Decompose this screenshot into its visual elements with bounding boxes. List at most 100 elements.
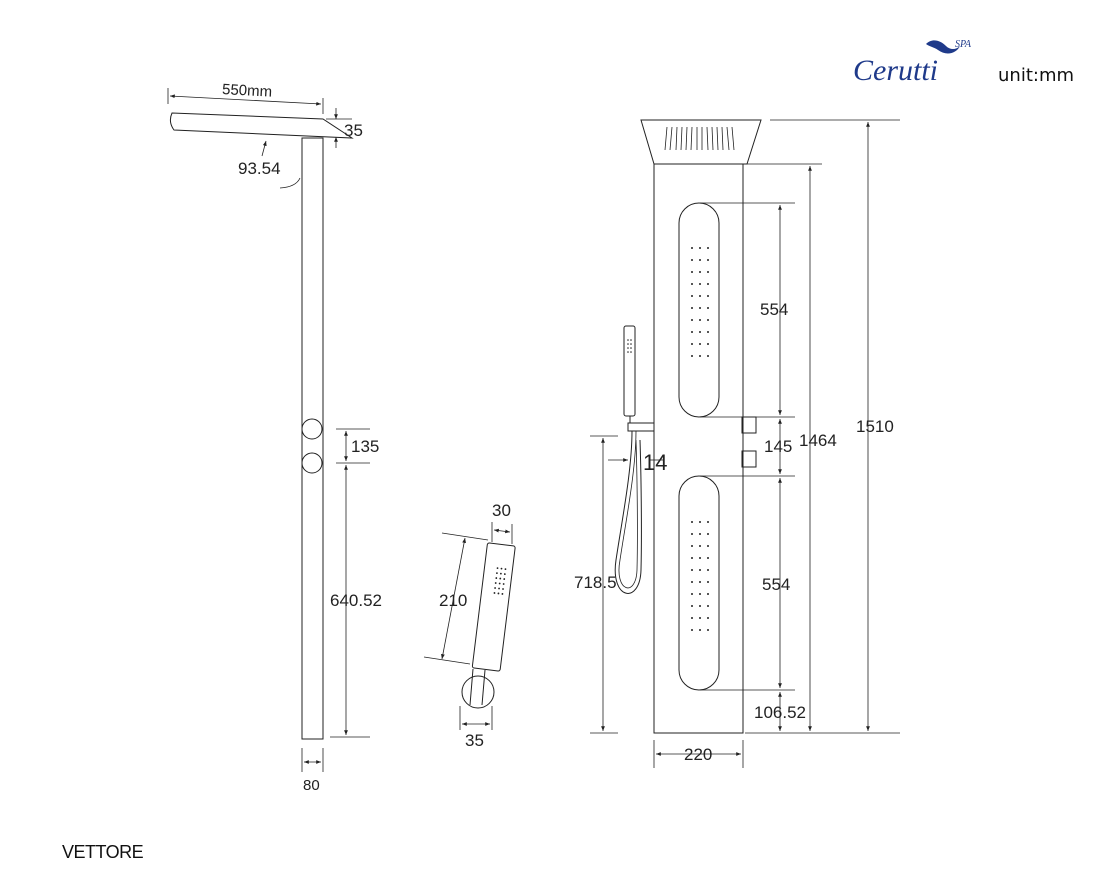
jet-nozzle-dot [691, 247, 693, 249]
hand-shower-body [471, 542, 516, 672]
jet-nozzle-dot [699, 259, 701, 261]
dim-hand-shower-width: 30 [492, 501, 511, 520]
side-knob-upper [301, 418, 323, 440]
side-arm [169, 112, 354, 139]
jet-nozzle-dot [707, 629, 709, 631]
jet-nozzle-dot [699, 295, 701, 297]
brand-suffix: SPA [955, 39, 972, 50]
jet-nozzle-dot [691, 295, 693, 297]
jet-nozzle-dot [699, 629, 701, 631]
jet-nozzle-dot [707, 307, 709, 309]
jet-nozzle-dot [699, 617, 701, 619]
jet-nozzle-dot [707, 331, 709, 333]
rain-shower-head [640, 119, 762, 165]
jet-nozzle-dot [707, 355, 709, 357]
jet-nozzle-dot [691, 259, 693, 261]
control-knob-upper [741, 416, 757, 434]
jet-nozzle-dot [707, 569, 709, 571]
dim-hose-height: 718.5 [574, 573, 617, 592]
lower-jet-dots [691, 521, 709, 631]
upper-jet-dots [691, 247, 709, 357]
model-name: VETTORE [62, 842, 144, 862]
hand-shower-detail: 30 210 35 [423, 501, 516, 750]
upper-jet-panel [678, 202, 720, 418]
hose [614, 430, 642, 594]
jet-nozzle-dot [691, 331, 693, 333]
dim-column-height: 1464 [799, 431, 837, 450]
jet-nozzle-dot [691, 581, 693, 583]
jet-nozzle-dot [691, 283, 693, 285]
jet-nozzle-dot [691, 343, 693, 345]
jet-nozzle-dot [699, 557, 701, 559]
front-hand-shower [623, 325, 636, 417]
front-view: 718.5 14 554 145 554 106.52 1464 1510 [574, 119, 900, 768]
control-knob-lower [741, 450, 757, 468]
jet-nozzle-dot [699, 307, 701, 309]
jet-nozzle-dot [699, 593, 701, 595]
jet-nozzle-dot [691, 533, 693, 535]
jet-nozzle-dot [691, 617, 693, 619]
dim-jet-panel-bottom: 554 [762, 575, 790, 594]
front-column [653, 163, 744, 734]
jet-nozzle-dot [699, 331, 701, 333]
jet-nozzle-dot [699, 319, 701, 321]
bird-logo-icon [926, 40, 960, 54]
side-knob-lower [301, 452, 323, 474]
jet-nozzle-dot [691, 307, 693, 309]
unit-label: unit:mm [998, 65, 1074, 86]
jet-nozzle-dot [707, 521, 709, 523]
jet-nozzle-dot [707, 259, 709, 261]
jet-nozzle-dot [707, 557, 709, 559]
jet-nozzle-dot [707, 593, 709, 595]
jet-nozzle-dot [691, 521, 693, 523]
jet-nozzle-dot [699, 581, 701, 583]
jet-nozzle-dot [707, 319, 709, 321]
nozzle-dots [493, 567, 507, 595]
jet-nozzle-dot [699, 355, 701, 357]
jet-nozzle-dot [691, 569, 693, 571]
dim-column-width: 220 [684, 745, 712, 764]
jet-nozzle-dot [691, 271, 693, 273]
jet-nozzle-dot [707, 545, 709, 547]
dim-hand-shower-length: 210 [439, 591, 467, 610]
front-holder [627, 422, 655, 432]
dim-column-depth: 80 [303, 777, 320, 794]
jet-nozzle-dot [707, 533, 709, 535]
lower-jet-panel [678, 475, 720, 691]
jet-nozzle-dot [691, 593, 693, 595]
jet-nozzle-dot [707, 581, 709, 583]
dim-knob-height: 640.52 [330, 591, 382, 610]
side-column [301, 137, 324, 740]
dim-knob-spacing: 135 [351, 437, 379, 456]
dim-arm-length: 550mm [222, 81, 273, 101]
dim-arm-thickness: 35 [344, 121, 363, 140]
dim-arm-angle: 93.54 [238, 159, 281, 178]
dim-holder-width: 35 [465, 731, 484, 750]
hand-shower-holder [461, 675, 495, 709]
dim-control-spacing: 145 [764, 437, 792, 456]
jet-nozzle-dot [699, 545, 701, 547]
jet-nozzle-dot [699, 569, 701, 571]
jet-nozzle-dot [691, 355, 693, 357]
jet-nozzle-dot [707, 343, 709, 345]
jet-nozzle-dot [699, 247, 701, 249]
brand-name: Cerutti [853, 54, 938, 87]
jet-nozzle-dot [691, 629, 693, 631]
dim-total-height: 1510 [856, 417, 894, 436]
jet-nozzle-dot [699, 533, 701, 535]
dim-bottom-offset: 106.52 [754, 703, 806, 722]
jet-nozzle-dot [699, 271, 701, 273]
jet-nozzle-dot [691, 605, 693, 607]
jet-nozzle-dot [707, 283, 709, 285]
jet-nozzle-dot [707, 605, 709, 607]
jet-nozzle-dot [691, 557, 693, 559]
dim-holder-offset: 14 [643, 450, 667, 475]
jet-nozzle-dot [707, 617, 709, 619]
brand-logo: Cerutti SPA [853, 39, 972, 87]
jet-nozzle-dot [699, 521, 701, 523]
jet-nozzle-dot [691, 545, 693, 547]
jet-nozzle-dot [707, 247, 709, 249]
jet-nozzle-dot [699, 343, 701, 345]
jet-nozzle-dot [699, 605, 701, 607]
